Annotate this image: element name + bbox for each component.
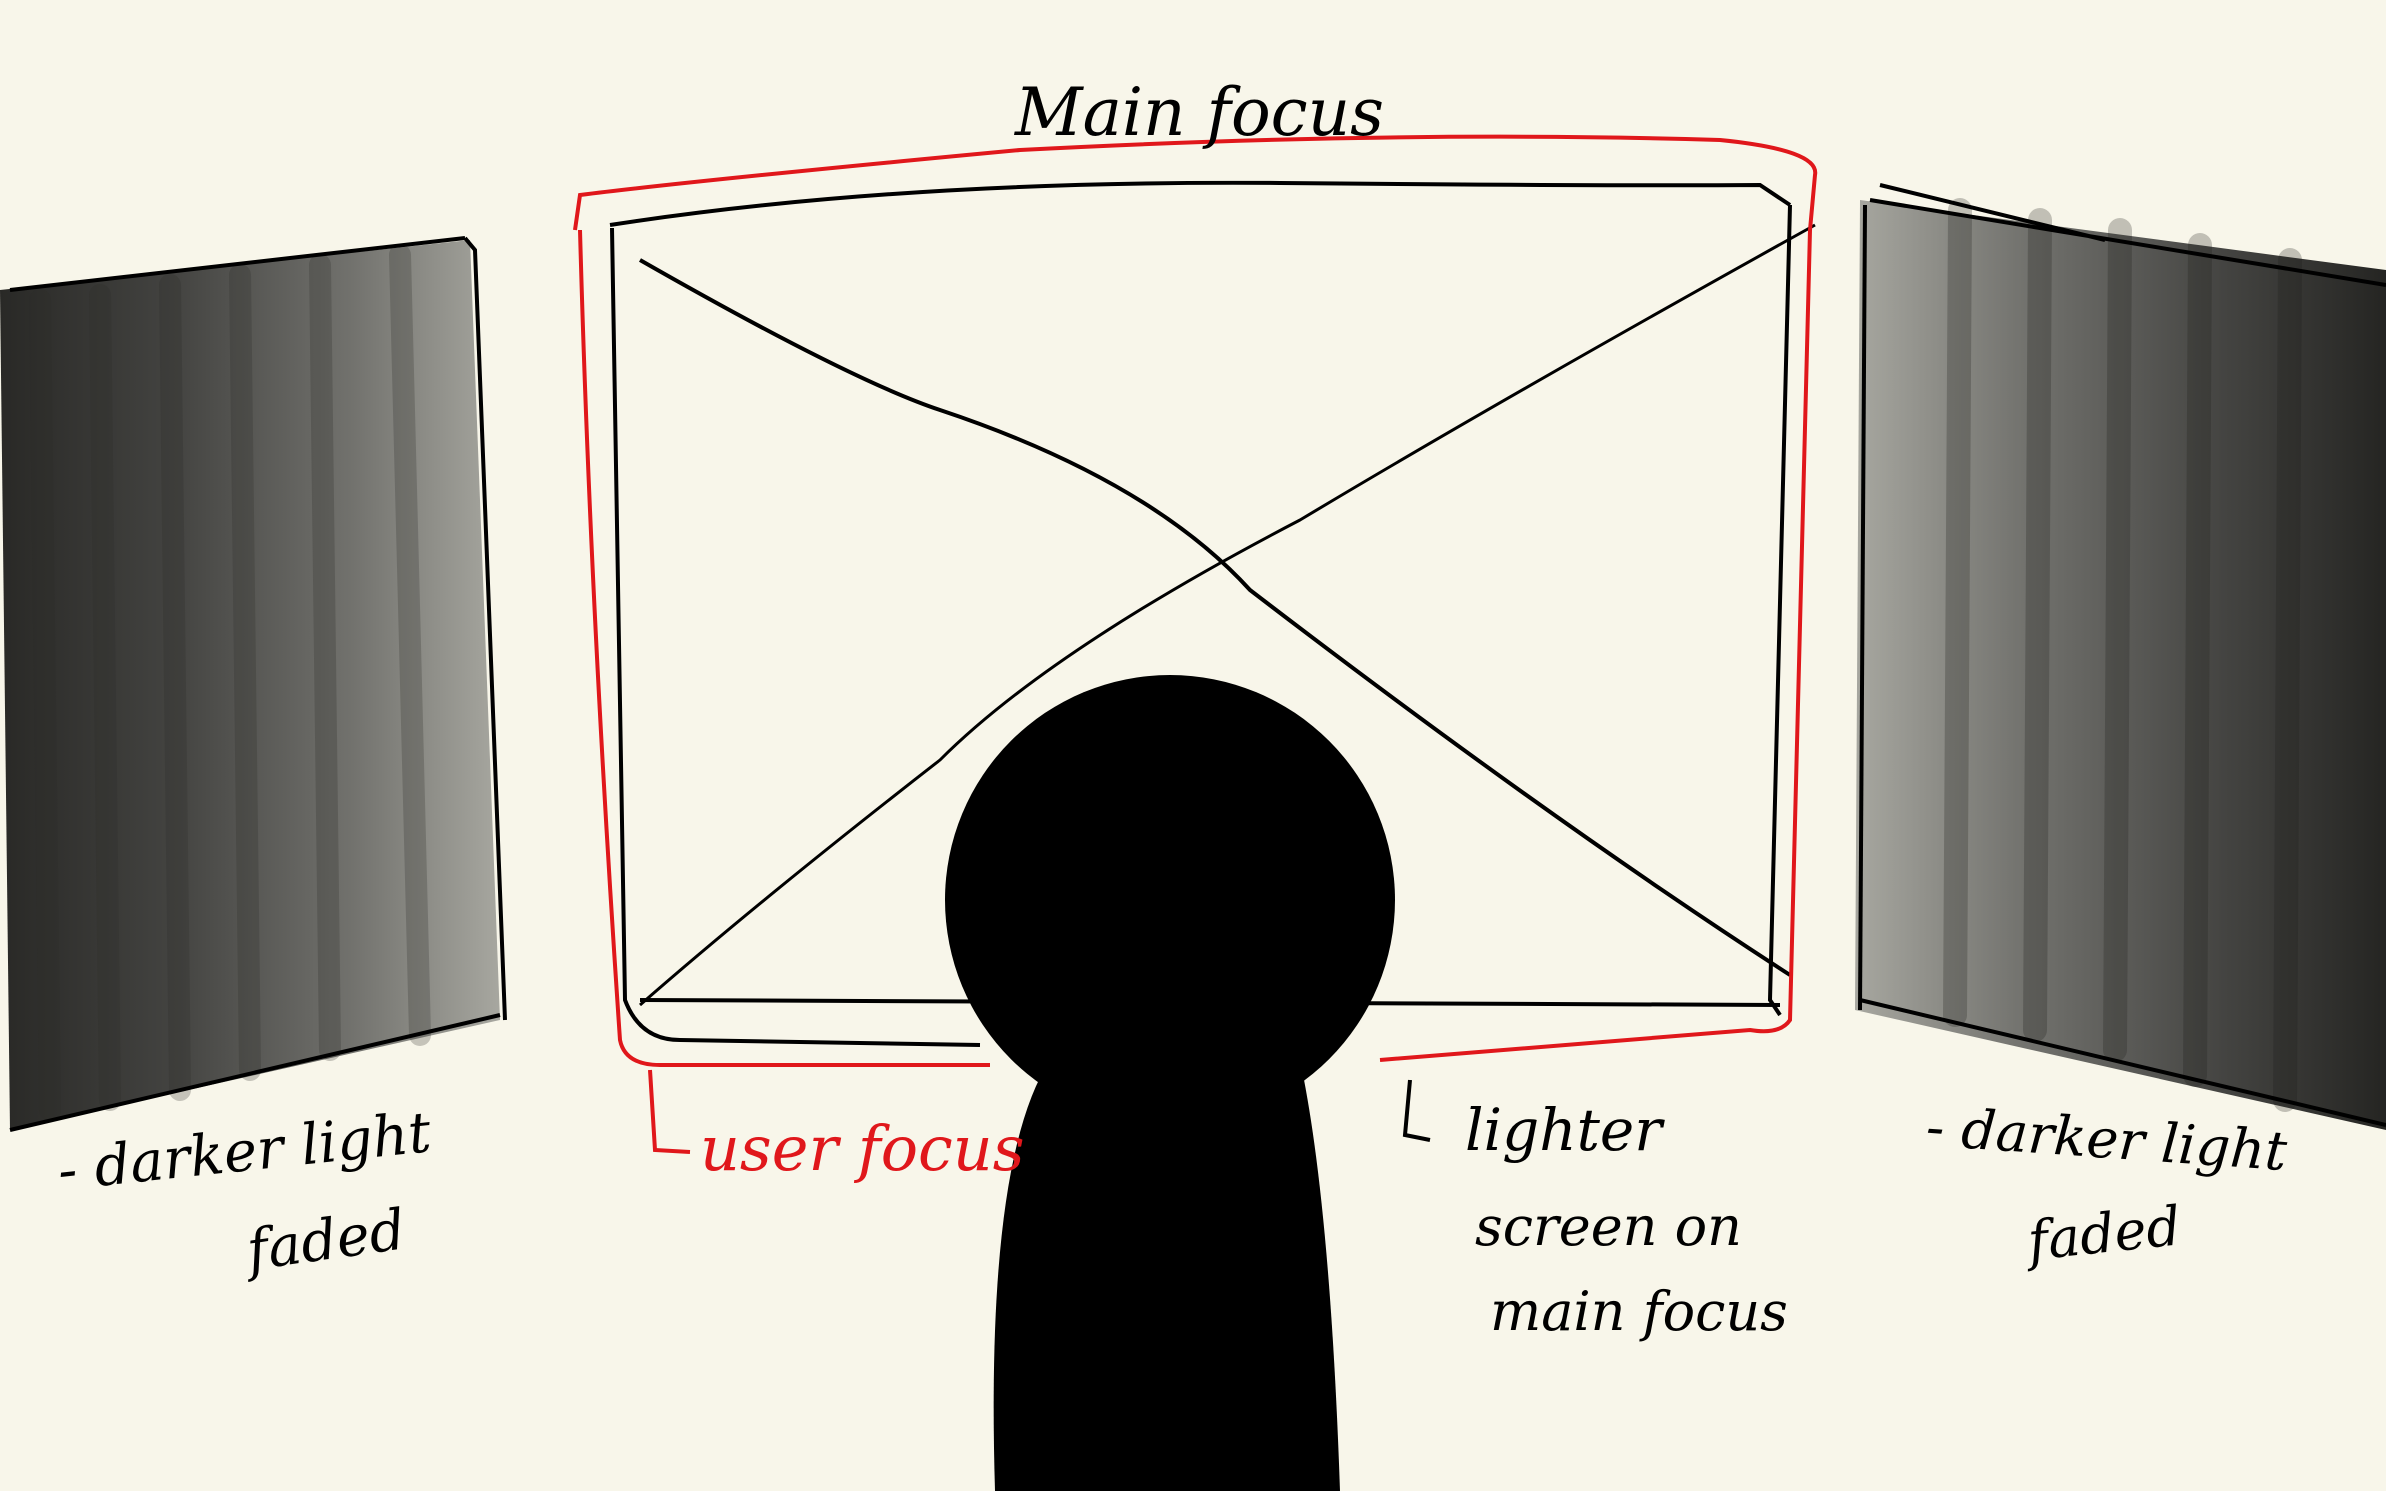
user-focus-label: user focus [700,1112,1025,1185]
left-side-panel [0,236,507,1132]
user-focus-bracket [648,1069,691,1154]
main-focus-outline [573,134,1818,1067]
right-panel-label-line2: faded [2021,1194,2184,1273]
main-screen [609,180,1816,1047]
left-panel-label-line2: faded [239,1197,409,1284]
viewer-silhouette [945,675,1395,1491]
screen-diagonal-2 [639,223,1816,1007]
right-side-panel [1855,183,2386,1130]
lighter-label-line3: main focus [1490,1280,1788,1343]
main-focus-label: Main focus [1014,74,1384,151]
lighter-label-line2: screen on [1475,1195,1742,1258]
lighter-bracket [1402,1079,1431,1142]
lighter-label-line1: lighter [1465,1096,1665,1164]
right-panel-label-line1: - darker light [1924,1095,2289,1183]
screen-diagonal-1 [639,258,1792,977]
left-panel-label-line1: - darker light [55,1100,435,1204]
